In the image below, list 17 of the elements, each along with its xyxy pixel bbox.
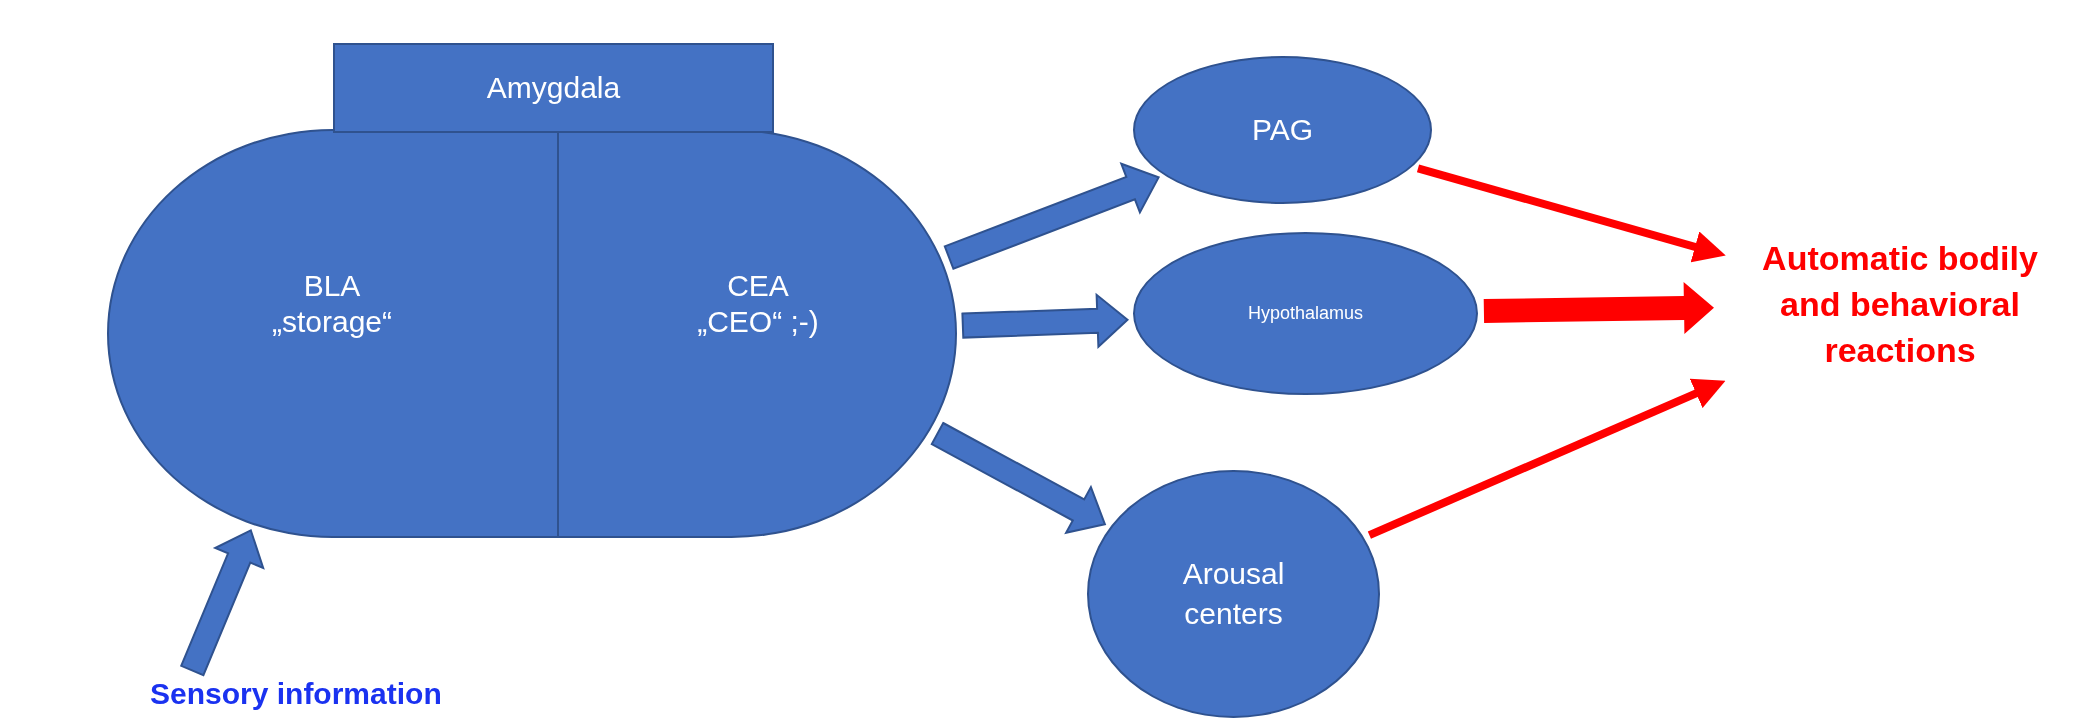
ellipse-node: PAG [1133,56,1432,204]
region-label: CEA [727,267,789,304]
region-label: „CEO“ ;-) [697,303,819,340]
block-arrow [1483,282,1714,335]
region-label: „storage“ [271,303,392,340]
title-tab: Amygdala [333,43,774,133]
block-arrow [943,162,1161,271]
block-arrow [179,528,265,677]
arrow [1367,378,1726,539]
input-label: Sensory information [150,672,470,716]
outcome-label: Automatic bodily and behavioral reactions [1720,220,2080,390]
ellipse-node: Hypothalamus [1133,232,1478,395]
block-arrow [961,292,1130,349]
ellipse-node: Arousal centers [1087,470,1380,718]
arrow [1416,164,1726,263]
region-label: BLA [303,267,361,304]
block-arrow [930,421,1107,535]
